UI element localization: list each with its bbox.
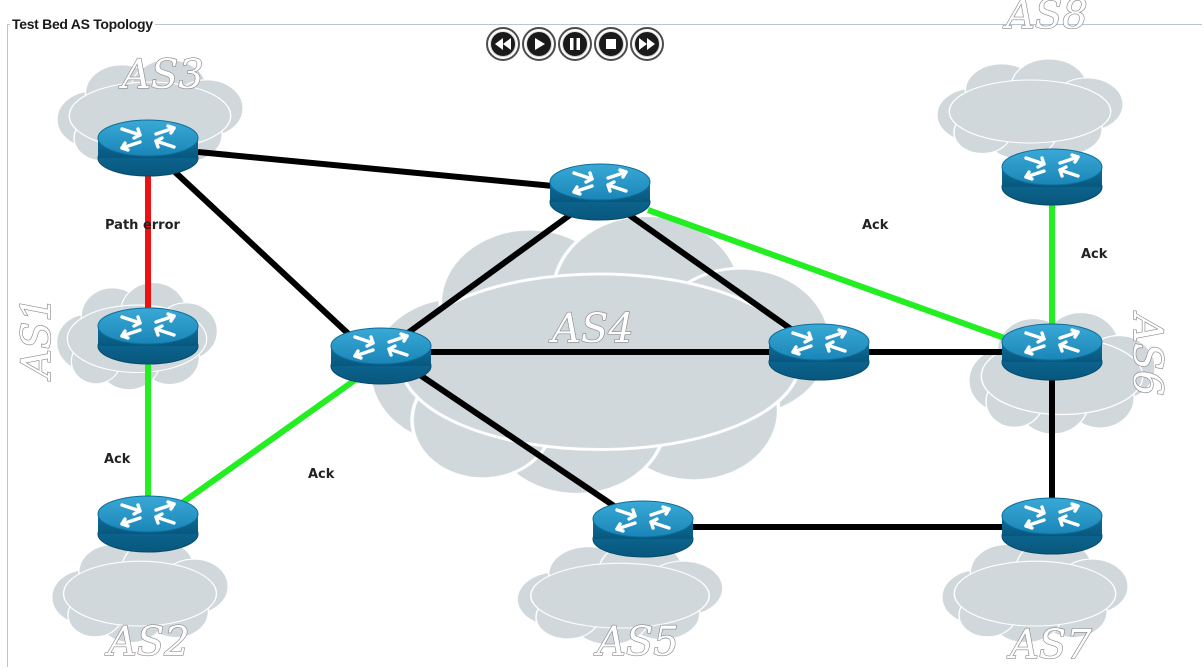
rewind-button[interactable] (486, 27, 520, 61)
router-as3[interactable] (96, 118, 200, 178)
fast-forward-button[interactable] (630, 27, 664, 61)
router-as8[interactable] (1000, 147, 1104, 207)
stop-button[interactable] (594, 27, 628, 61)
path-error-label: Path error (105, 218, 181, 233)
rewind-icon (495, 38, 511, 50)
link-r3-r4top (197, 149, 554, 189)
play-button[interactable] (522, 27, 556, 61)
cloud-as8 (936, 58, 1124, 160)
panel-title: Test Bed AS Topology (10, 16, 155, 32)
link-r4left-r5 (418, 372, 622, 513)
router-as4-top[interactable] (548, 162, 652, 222)
link-r4top-r4right (623, 209, 797, 335)
as8-label: AS8 (1002, 0, 1088, 38)
links (145, 149, 1055, 530)
link-r2-r4left-ack (163, 372, 364, 518)
ack-label-as4-as6: Ack (862, 218, 889, 233)
link-r4top-r6-ack (646, 207, 1012, 343)
as1-label: AS1 (14, 296, 60, 382)
pause-icon (570, 38, 580, 50)
router-as7[interactable] (1000, 496, 1104, 556)
as7-label: AS7 (1006, 622, 1092, 668)
router-as5[interactable] (591, 499, 695, 559)
ack-label-as1-as2: Ack (104, 452, 131, 467)
as4-label: AS4 (548, 306, 634, 352)
as2-label: AS2 (104, 619, 190, 665)
playback-controls (486, 27, 664, 63)
fast-forward-icon (639, 38, 655, 50)
router-as4-right[interactable] (767, 322, 871, 382)
link-r3-r4left (172, 169, 358, 343)
stop-icon (606, 39, 616, 49)
as5-label: AS5 (593, 619, 679, 665)
ack-label-as2-as4: Ack (308, 467, 335, 482)
pause-button[interactable] (558, 27, 592, 61)
router-as6[interactable] (1000, 322, 1104, 382)
link-r4left-r4top (403, 212, 572, 338)
router-as1[interactable] (96, 306, 200, 366)
as6-label: AS6 (1124, 310, 1170, 396)
router-as4-left[interactable] (329, 326, 433, 386)
as3-label: AS3 (118, 52, 204, 98)
ack-label-as8-as6: Ack (1081, 247, 1108, 262)
topology-panel (7, 24, 1202, 667)
play-icon (535, 38, 545, 50)
router-as2[interactable] (96, 494, 200, 554)
